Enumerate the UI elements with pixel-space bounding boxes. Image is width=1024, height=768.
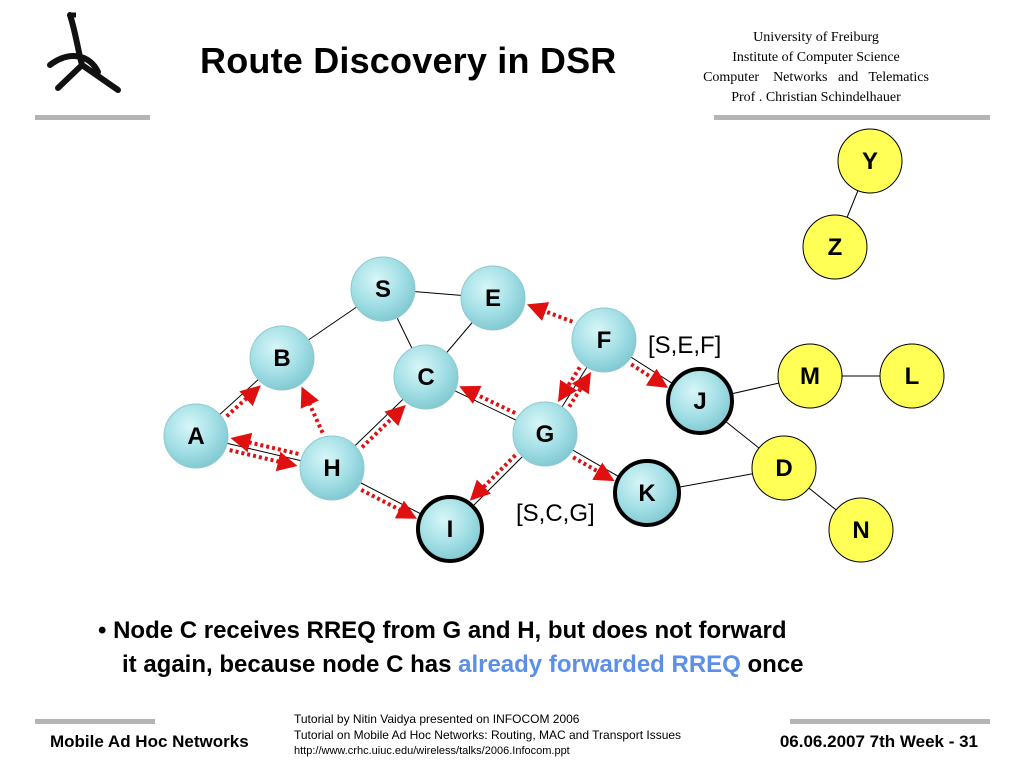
bullet-line-1: • Node C receives RREQ from G and H, but… [98, 614, 804, 648]
node-H: H [299, 435, 365, 501]
rreq-arrow-H-to-C [360, 404, 406, 449]
node-label-L: L [905, 363, 920, 390]
footer-rule-left [35, 719, 155, 724]
rreq-arrow-A-to-B [225, 385, 261, 418]
node-A: A [163, 403, 229, 469]
node-Z: Z [802, 214, 868, 280]
node-F: F [571, 307, 637, 373]
institution-line: Prof . Christian Schindelhauer [731, 90, 901, 105]
node-circle-I [416, 495, 484, 563]
node-L: L [879, 343, 945, 409]
node-J: J [666, 367, 734, 435]
bullet-text-2a: it again, because node C has [122, 651, 459, 678]
rreq-arrow-H-to-A [230, 432, 299, 456]
header-rule-right [714, 115, 990, 120]
node-circle-L [879, 343, 945, 409]
footer-rule-right [790, 719, 990, 724]
node-K: K [613, 459, 681, 527]
node-B: B [249, 325, 315, 391]
node-circle-J [666, 367, 734, 435]
node-circle-E [460, 265, 526, 331]
rreq-arrow-H-to-B [300, 386, 325, 434]
institution-line: University of Freiburg [753, 30, 879, 45]
node-label-N: N [852, 517, 869, 544]
node-circle-D [751, 435, 817, 501]
node-circle-F [571, 307, 637, 373]
node-circle-K [613, 459, 681, 527]
rreq-arrow-G-to-F [567, 371, 592, 408]
rreq-arrow-A-to-H [229, 448, 298, 472]
node-label-S: S [375, 276, 391, 303]
explanation-bullet: • Node C receives RREQ from G and H, but… [98, 614, 804, 682]
node-label-K: K [638, 480, 656, 507]
node-circle-Y [837, 128, 903, 194]
node-circle-C [393, 344, 459, 410]
bullet-text-1: Node C receives RREQ from G and H, but d… [113, 617, 787, 644]
node-M: M [777, 343, 843, 409]
node-I: I [416, 495, 484, 563]
node-label-G: G [536, 421, 555, 448]
rreq-arrow-H-to-I [360, 488, 418, 519]
footer-url: http://www.crhc.uiuc.edu/wireless/talks/… [294, 745, 570, 757]
node-circle-Z [802, 214, 868, 280]
institution-line: Institute of Computer Science [732, 50, 900, 65]
route-record-label-1: [S,E,F] [648, 332, 721, 359]
rreq-arrow-F-to-J [630, 362, 669, 388]
node-label-A: A [187, 423, 204, 450]
bullet-marker: • [98, 617, 107, 644]
footer-credit-line: Tutorial on Mobile Ad Hoc Networks: Rout… [294, 728, 682, 742]
node-circle-A [163, 403, 229, 469]
node-label-C: C [417, 364, 434, 391]
node-S: S [350, 256, 416, 322]
rreq-arrow-G-to-C [459, 385, 516, 415]
bullet-highlight: already forwarded RREQ [458, 651, 741, 678]
institution-line: Computer Networks and Telematics [703, 70, 929, 85]
header-rule-left [35, 115, 150, 120]
footer-date-page: 06.06.2007 7th Week - 31 [779, 732, 978, 751]
footer-credit-line: Tutorial by Nitin Vaidya presented on IN… [294, 712, 580, 726]
node-label-D: D [775, 455, 792, 482]
node-circle-B [249, 325, 315, 391]
node-label-M: M [800, 363, 820, 390]
node-label-J: J [693, 388, 706, 415]
node-G: G [512, 401, 578, 467]
bullet-text-2b: once [740, 651, 804, 678]
route-record-label-2: [S,C,G] [516, 500, 595, 527]
node-circle-N [828, 497, 894, 563]
bullet-line-2: it again, because node C has already for… [98, 648, 804, 682]
node-circle-M [777, 343, 843, 409]
node-label-E: E [485, 285, 501, 312]
node-E: E [460, 265, 526, 331]
footer-course: Mobile Ad Hoc Networks [50, 732, 249, 751]
footer-credits: Tutorial by Nitin Vaidya presented on IN… [294, 711, 681, 759]
node-label-B: B [273, 345, 290, 372]
node-label-Z: Z [828, 234, 843, 261]
node-C: C [393, 344, 459, 410]
node-circle-H [299, 435, 365, 501]
rreq-arrow-G-to-I [469, 453, 517, 501]
institution-block: University of Freiburg Institute of Comp… [666, 28, 966, 108]
rreq-arrow-F-to-E [526, 302, 574, 324]
rreq-arrow-G-to-K [572, 455, 615, 482]
node-N: N [828, 497, 894, 563]
node-label-H: H [323, 455, 340, 482]
node-label-I: I [447, 516, 454, 543]
node-label-F: F [597, 327, 612, 354]
node-label-Y: Y [862, 148, 878, 175]
slide-title: Route Discovery in DSR [200, 40, 617, 81]
node-circle-G [512, 401, 578, 467]
node-circle-S [350, 256, 416, 322]
node-Y: Y [837, 128, 903, 194]
node-D: D [751, 435, 817, 501]
university-logo-icon [47, 12, 121, 93]
